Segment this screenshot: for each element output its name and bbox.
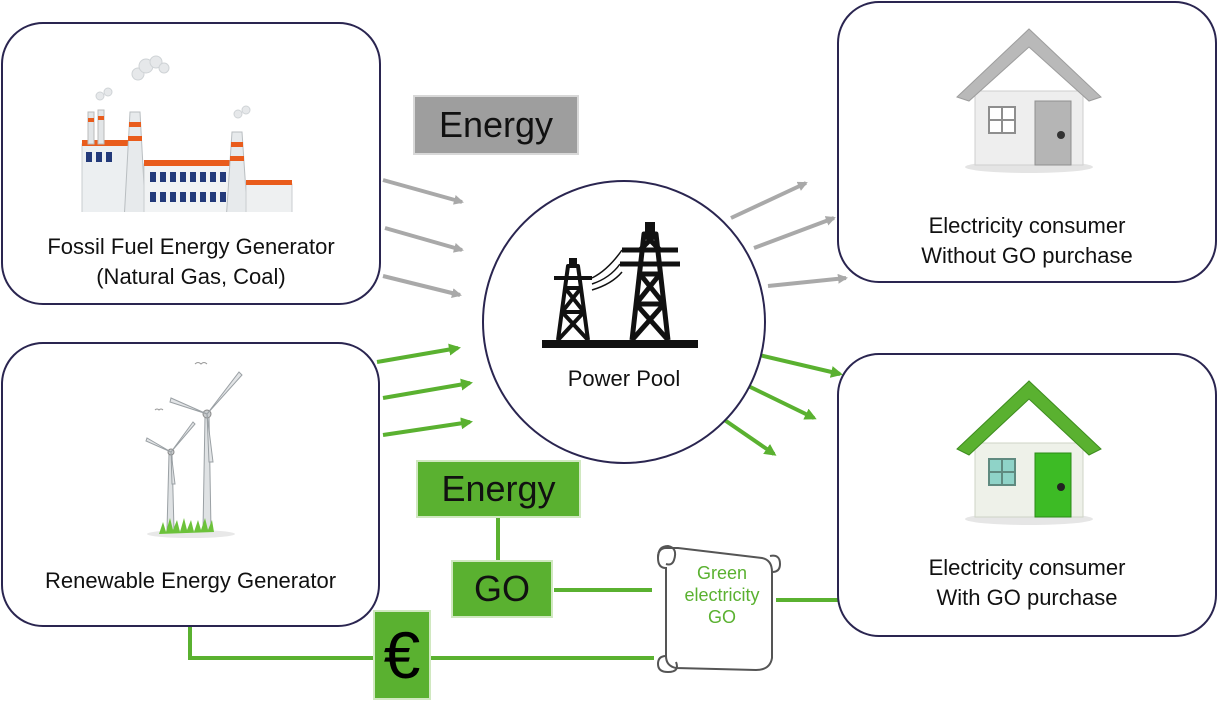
arrow-renew-2 [382, 378, 473, 400]
energy-label-gray-text: Energy [438, 104, 554, 145]
arrow-fossil-2 [384, 226, 464, 253]
energy-label-gray: Energy [413, 95, 579, 155]
gray-house-icon [956, 28, 1102, 173]
consumer-without-go-line1: Electricity consumer [928, 213, 1126, 238]
fossil-generator-subtitle: (Natural Gas, Coal) [96, 264, 286, 289]
arrow-pool-nogo-2 [753, 216, 836, 250]
euro-symbol: € [383, 618, 421, 692]
arrow-pool-go-2 [739, 380, 817, 420]
arrow-renew-1 [376, 343, 461, 364]
arrow-renew-3 [382, 417, 473, 437]
arrow-fossil-1 [382, 178, 464, 205]
arrow-fossil-3 [382, 274, 462, 298]
power-pool-circle [482, 180, 766, 464]
go-label-text: GO [473, 568, 530, 609]
consumer-without-go-line2: Without GO purchase [921, 243, 1133, 268]
renewable-generator-box: Renewable Energy Generator [1, 342, 380, 627]
energy-label-green: Energy [416, 460, 581, 518]
certificate-text: Green electricity GO [668, 562, 776, 628]
energy-label-green-text: Energy [441, 468, 556, 509]
go-label: GO [451, 560, 553, 618]
renewable-generator-title: Renewable Energy Generator [44, 568, 337, 593]
fossil-generator-box: Fossil Fuel Energy Generator (Natural Ga… [1, 22, 381, 305]
green-house-icon [956, 380, 1102, 525]
consumer-with-go-box: Electricity consumer With GO purchase [837, 353, 1217, 637]
factory-icon [81, 55, 293, 212]
power-pool-label: Power Pool [567, 366, 681, 391]
euro-payment-label: € [373, 610, 431, 700]
consumer-without-go-box: Electricity consumer Without GO purchase [837, 1, 1217, 283]
consumer-with-go-line1: Electricity consumer [928, 555, 1126, 580]
consumer-with-go-line2: With GO purchase [936, 585, 1118, 610]
arrow-pool-nogo-3 [767, 273, 848, 288]
arrow-pool-nogo-1 [730, 181, 808, 220]
arrow-pool-go-1 [754, 352, 843, 378]
certificate-line3: GO [707, 607, 736, 627]
power-tower-icon [542, 222, 698, 348]
wind-turbine-icon [145, 362, 243, 538]
certificate-line1: Green [696, 563, 748, 583]
scroll-icon [656, 544, 782, 674]
certificate-line2: electricity [684, 585, 760, 605]
fossil-generator-title: Fossil Fuel Energy Generator [47, 234, 335, 259]
line-euro-payment [188, 626, 654, 660]
